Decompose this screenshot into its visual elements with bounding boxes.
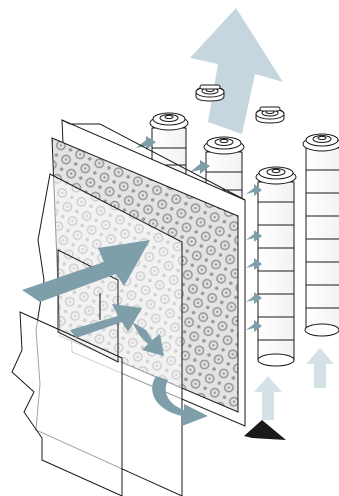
- filter-cartridge-tall-front: [256, 167, 296, 366]
- filter-cartridge-back-left: [196, 85, 224, 101]
- base-plate: [244, 420, 286, 440]
- vertical-inlet-arrow-icon: [306, 348, 334, 388]
- vertical-inlet-arrow-icon: [254, 376, 282, 420]
- filter-cartridge-tall-right: [303, 134, 339, 336]
- filter-cartridge-back-right: [256, 107, 284, 123]
